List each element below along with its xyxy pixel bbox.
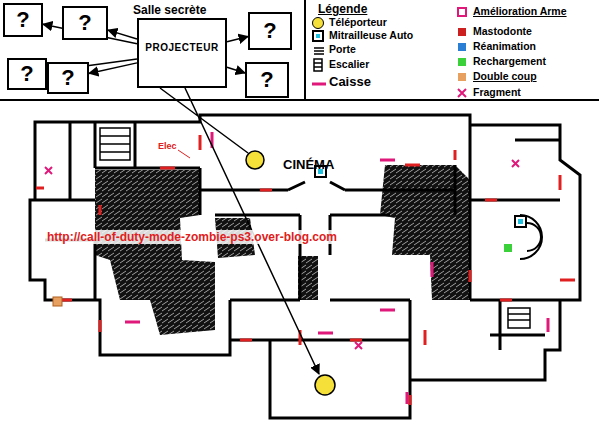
area-name: CINÉMA xyxy=(283,157,334,172)
stairs xyxy=(100,128,530,328)
room-name: ? xyxy=(49,64,87,92)
teleporter xyxy=(315,375,335,395)
room-name: ? xyxy=(9,60,45,88)
legend-heading: Légende xyxy=(318,2,367,16)
legend-entry: Escalier xyxy=(311,58,451,74)
legend-symbol xyxy=(455,55,471,69)
legend-symbol xyxy=(311,16,327,30)
fragment xyxy=(45,160,519,349)
panel-divider xyxy=(0,0,599,100)
room-name: PROJECTEUR xyxy=(139,42,225,53)
legend-entry: Porte xyxy=(311,43,451,59)
legend-text: Mastodonte xyxy=(473,25,532,37)
legend-text: Porte xyxy=(329,43,356,55)
teleporter xyxy=(246,151,264,169)
legend-text: Téléporteur xyxy=(329,16,387,28)
legend-entry: Double coup xyxy=(455,70,595,86)
auto-turret xyxy=(515,216,526,227)
legend-symbol xyxy=(311,43,327,57)
speed-cola xyxy=(504,244,512,252)
unknown-room-box: ? xyxy=(3,3,43,37)
legend-entry: Rechargement xyxy=(455,55,595,71)
legend-symbol xyxy=(311,29,327,43)
legend-symbol xyxy=(455,86,471,100)
door xyxy=(36,135,575,405)
legend-text: Escalier xyxy=(329,58,369,70)
room-name: ? xyxy=(250,14,290,48)
legend-symbol xyxy=(311,58,327,72)
legend-symbol xyxy=(458,89,466,97)
auto-turret xyxy=(518,219,523,224)
legend-symbol xyxy=(455,40,471,54)
room-name: ? xyxy=(64,8,106,38)
secret-room-box: Salle secrètePROJECTEUR xyxy=(137,18,227,88)
legend-swatch xyxy=(458,28,466,36)
legend-symbol xyxy=(455,25,471,39)
connector-arrow xyxy=(227,37,248,42)
legend-entry: Mitrailleuse Auto xyxy=(311,29,451,45)
wall xyxy=(30,115,580,418)
connector-arrow xyxy=(89,63,137,74)
legend-entry: Réanimation xyxy=(455,40,595,56)
legend-text: Rechargement xyxy=(473,55,546,67)
legend-text: Double coup xyxy=(473,70,537,82)
legend-symbol xyxy=(458,8,466,16)
legend-swatch xyxy=(458,43,466,51)
unknown-room-box: ? xyxy=(47,62,89,94)
legend-text: Mitrailleuse Auto xyxy=(329,29,413,41)
legend-text: Amélioration Arme xyxy=(473,5,567,17)
unknown-room-box: ? xyxy=(7,58,47,90)
room-name: ? xyxy=(247,64,287,96)
legend-symbol xyxy=(312,83,326,86)
legend-symbol xyxy=(455,70,471,84)
legend-symbol xyxy=(311,76,327,90)
watermark: http://call-of-duty-mode-zombie-ps3.over… xyxy=(45,230,339,244)
legend-text: Caisse xyxy=(329,74,371,89)
legend-symbol xyxy=(455,5,471,19)
elec-pointer xyxy=(178,150,190,158)
legend-swatch xyxy=(313,18,324,29)
unknown-room-box: ? xyxy=(248,12,292,50)
legend-symbol xyxy=(314,48,324,54)
legend-text: Fragment xyxy=(473,86,521,98)
unknown-room-box: ? xyxy=(62,6,108,40)
legend-symbol xyxy=(314,59,322,71)
legend-swatch xyxy=(458,73,466,81)
unknown-room-box: ? xyxy=(245,62,289,98)
legend-swatch xyxy=(458,58,466,66)
legend-entry: Fragment xyxy=(455,86,595,102)
legend-text: Réanimation xyxy=(473,40,536,52)
legend-symbol xyxy=(313,31,323,41)
legend-entry: Caisse xyxy=(311,76,451,92)
room-heading: Salle secrète xyxy=(133,3,206,17)
double-tap xyxy=(53,297,62,306)
crate xyxy=(125,132,548,404)
legend-entry: Mastodonte xyxy=(455,25,595,41)
room-name: ? xyxy=(5,5,41,35)
legend-symbol xyxy=(316,34,320,38)
legend-entry: Amélioration Arme xyxy=(455,5,595,21)
connector-arrow xyxy=(108,30,137,39)
area-name: Elec xyxy=(158,141,177,151)
connector-arrow xyxy=(227,67,245,73)
